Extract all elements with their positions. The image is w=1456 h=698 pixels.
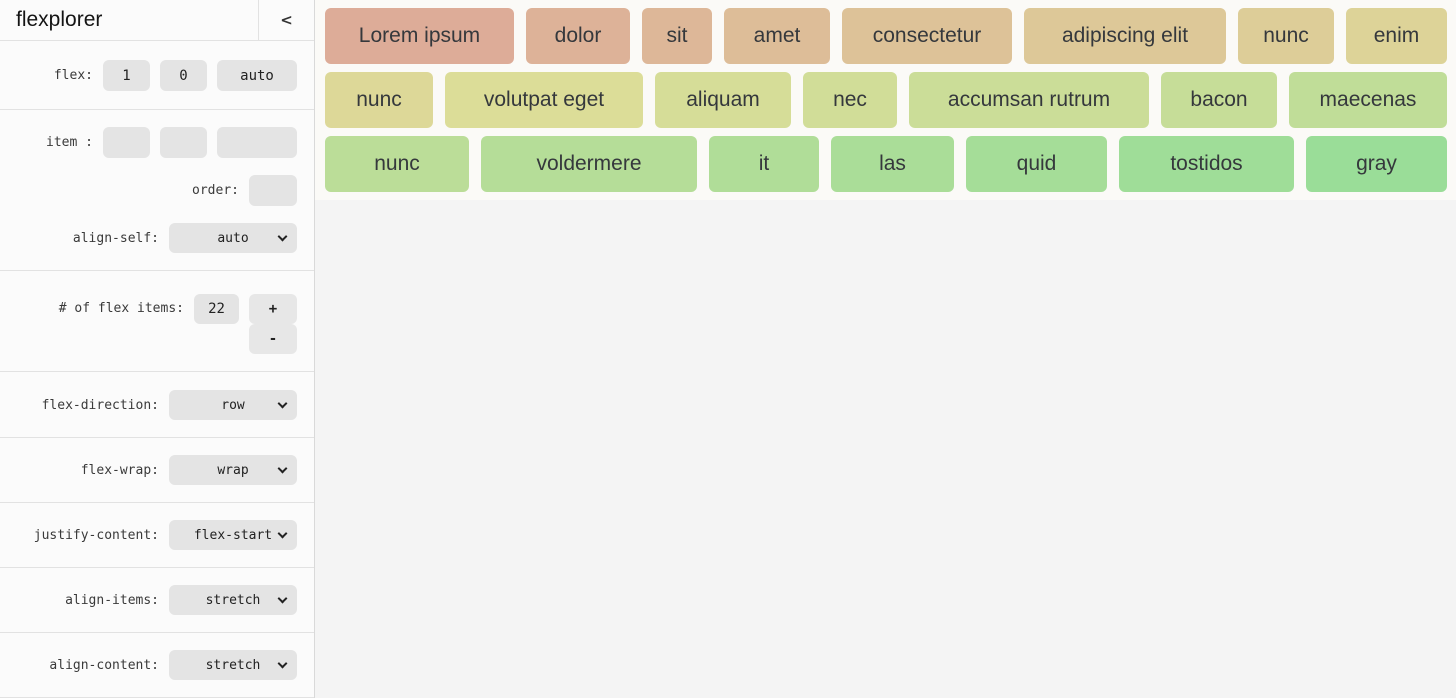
chevron-down-icon	[277, 398, 288, 409]
flex-item: nec	[803, 72, 897, 128]
flex-item: nunc	[325, 136, 469, 192]
justify-content-label: justify-content:	[33, 527, 159, 543]
flex-item: quid	[966, 136, 1107, 192]
flex-items-count-label: # of flex items:	[58, 301, 184, 316]
item-label: item :	[46, 135, 93, 150]
justify-content-select[interactable]: flex-start	[169, 520, 297, 550]
align-items-value: stretch	[205, 592, 261, 608]
section-flex-direction: flex-direction: row	[0, 372, 314, 438]
section-item-count: # of flex items: + -	[0, 271, 314, 372]
flex-item: consectetur	[842, 8, 1012, 64]
align-self-label: align-self:	[72, 230, 159, 246]
flex-item: sit	[642, 8, 712, 64]
section-align-content: align-content: stretch	[0, 633, 314, 698]
flex-direction-label: flex-direction:	[41, 397, 159, 413]
chevron-down-icon	[277, 593, 288, 604]
item-flex-shrink-input[interactable]	[160, 127, 207, 158]
app-title: flexplorer	[16, 8, 103, 31]
section-align-items: align-items: stretch	[0, 568, 314, 633]
flex-item: Lorem ipsum	[325, 8, 514, 64]
align-self-select[interactable]: auto	[169, 223, 297, 253]
align-self-value: auto	[217, 230, 249, 246]
flex-item: bacon	[1161, 72, 1277, 128]
flex-item: maecenas	[1289, 72, 1447, 128]
flex-item: las	[831, 136, 954, 192]
flex-item: it	[709, 136, 819, 192]
flex-item: accumsan rutrum	[909, 72, 1149, 128]
chevron-down-icon	[277, 528, 288, 539]
flex-items-count-input[interactable]	[194, 294, 239, 324]
flex-item: nunc	[1238, 8, 1334, 64]
flex-item: volutpat eget	[445, 72, 643, 128]
flex-wrap-select[interactable]: wrap	[169, 455, 297, 485]
count-stepper: + -	[249, 294, 297, 354]
flex-grow-input[interactable]	[103, 60, 150, 91]
remove-item-button[interactable]: -	[249, 324, 297, 354]
chevron-down-icon	[277, 231, 288, 242]
item-flex-grow-input[interactable]	[103, 127, 150, 158]
flex-direction-value: row	[221, 397, 245, 413]
flex-item: adipiscing elit	[1024, 8, 1226, 64]
align-items-label: align-items:	[65, 592, 159, 608]
flex-wrap-value: wrap	[217, 462, 249, 478]
sidebar-header: flexplorer <	[0, 0, 314, 41]
align-content-select[interactable]: stretch	[169, 650, 297, 680]
justify-content-value: flex-start	[193, 527, 273, 543]
section-flex: flex:	[0, 41, 314, 110]
add-item-button[interactable]: +	[249, 294, 297, 324]
sidebar: flexplorer < flex: item : order:	[0, 0, 315, 698]
flex-shrink-input[interactable]	[160, 60, 207, 91]
flex-item: enim	[1346, 8, 1447, 64]
flex-basis-input[interactable]	[217, 60, 297, 91]
flex-item: nunc	[325, 72, 433, 128]
flex-wrap-label: flex-wrap:	[80, 462, 159, 478]
chevron-down-icon	[277, 463, 288, 474]
flex-item: amet	[724, 8, 830, 64]
align-content-label: align-content:	[49, 657, 159, 673]
section-flex-wrap: flex-wrap: wrap	[0, 438, 314, 503]
section-justify-content: justify-content: flex-start	[0, 503, 314, 568]
sidebar-collapse-button[interactable]: <	[258, 0, 314, 40]
align-content-value: stretch	[205, 657, 261, 673]
chevron-down-icon	[277, 658, 288, 669]
order-label: order:	[192, 183, 239, 198]
flex-label: flex:	[53, 68, 93, 83]
flex-item: aliquam	[655, 72, 791, 128]
order-input[interactable]	[249, 175, 297, 206]
section-item: item : order: align-self: auto	[0, 110, 314, 271]
flex-direction-select[interactable]: row	[169, 390, 297, 420]
flex-item: gray	[1306, 136, 1447, 192]
item-flex-basis-input[interactable]	[217, 127, 297, 158]
flex-item: voldermere	[481, 136, 697, 192]
flex-item: tostidos	[1119, 136, 1294, 192]
align-items-select[interactable]: stretch	[169, 585, 297, 615]
flex-item: dolor	[526, 8, 630, 64]
